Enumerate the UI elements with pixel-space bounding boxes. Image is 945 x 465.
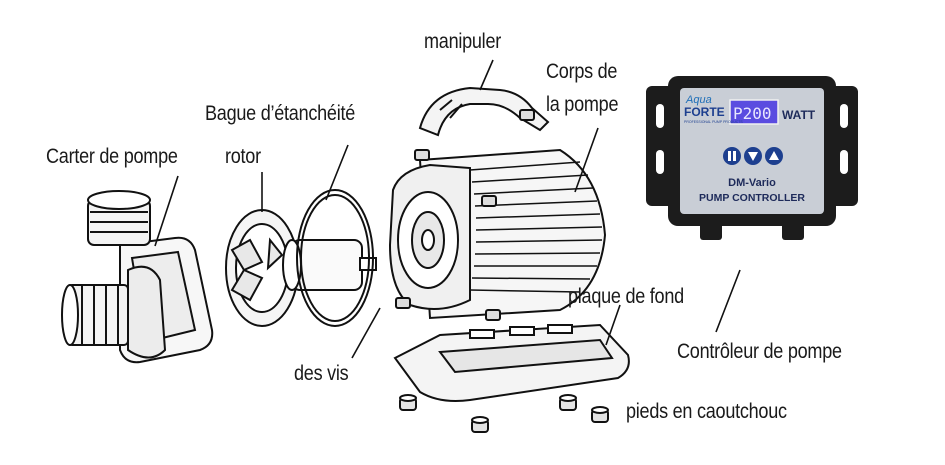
label-manipuler: manipuler [424, 30, 501, 53]
rubber-foot [591, 406, 609, 423]
rotor [225, 209, 377, 327]
rubber-feet [399, 394, 609, 433]
pump-motor-body [388, 148, 607, 321]
controller-brand-tagline: PROFESSIONAL PUMP PRODUCTS [684, 120, 743, 124]
rubber-foot [399, 394, 417, 411]
label-bague: Bague d’étanchéité [205, 102, 356, 125]
label-controleur: Contrôleur de pompe [677, 340, 842, 363]
label-plaque: plaque de fond [568, 285, 684, 308]
label-rotor: rotor [225, 145, 261, 168]
rubber-foot [559, 394, 577, 411]
rubber-foot [471, 416, 489, 433]
label-corps-line1: Corps de [546, 60, 618, 83]
controller-subtitle: PUMP CONTROLLER [699, 192, 805, 204]
controller-model: DM-Vario [728, 177, 776, 189]
label-corps-line2: la pompe [546, 93, 619, 116]
controller-brand-bottom: FORTE [684, 105, 725, 119]
leader-lines [154, 59, 741, 359]
label-carter: Carter de pompe [46, 145, 178, 168]
base-plate [393, 323, 630, 402]
controller-display [729, 99, 779, 125]
controller-display-value: P200 [733, 104, 772, 123]
seal-ring [296, 189, 374, 327]
pause-icon[interactable] [723, 147, 741, 165]
carry-handle [418, 86, 550, 137]
pump-housing [61, 190, 214, 364]
label-pieds: pieds en caoutchouc [626, 400, 787, 423]
controller-brand-top: Aqua [685, 94, 712, 106]
label-vis: des vis [294, 362, 349, 385]
pump-controller [646, 76, 858, 240]
controller-unit: WATT [782, 108, 816, 122]
